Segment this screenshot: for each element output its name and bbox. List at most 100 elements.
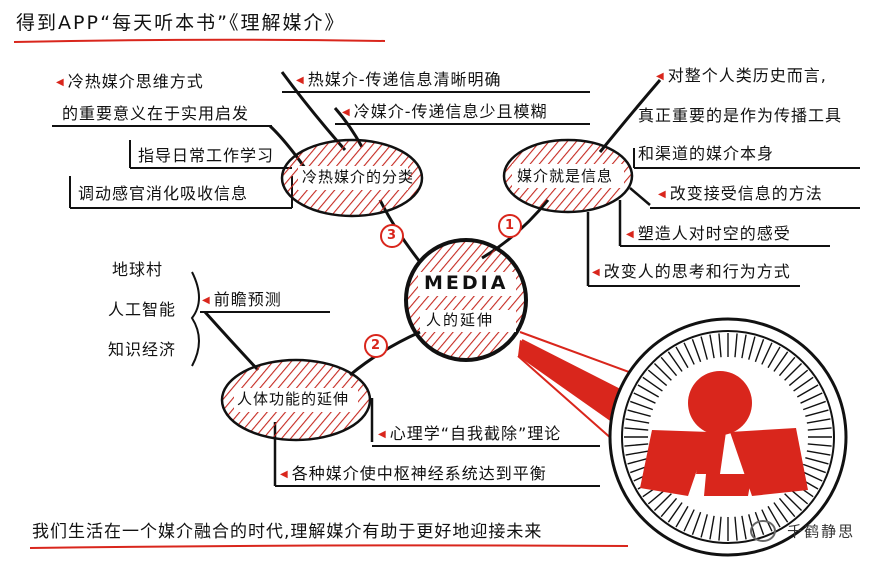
badge-1-label: 1 bbox=[505, 218, 516, 233]
branch3-item-hot: ◀热媒介-传递信息清晰明确 bbox=[296, 70, 502, 89]
emblem-ray bbox=[709, 334, 715, 359]
emblem-ray bbox=[767, 505, 781, 528]
emblem-ray bbox=[734, 333, 738, 358]
emblem-ray bbox=[718, 333, 722, 358]
branch3-item-guide: 指导日常工作学习 bbox=[138, 146, 275, 165]
number-badge-2 bbox=[364, 334, 388, 358]
watermark-label: 千鹤静思 bbox=[787, 522, 856, 541]
emblem-ray bbox=[625, 450, 650, 456]
emblem-ray bbox=[807, 443, 832, 447]
branch3-item-cold: ◀冷媒介-传递信息少且模糊 bbox=[342, 102, 548, 121]
branch-2-label: 人体功能的延伸 bbox=[237, 390, 350, 408]
emblem-ray bbox=[806, 450, 831, 456]
emblem-ray bbox=[675, 346, 689, 369]
center-label-extension: 人的延伸 bbox=[426, 311, 495, 329]
bullet-icon: ◀ bbox=[56, 77, 65, 88]
emblem-ray bbox=[802, 400, 826, 411]
emblem-ray bbox=[700, 336, 708, 360]
emblem-ray bbox=[660, 497, 678, 518]
logo-emblem bbox=[608, 317, 848, 557]
emblem-ray bbox=[630, 400, 654, 411]
emblem-ray bbox=[788, 369, 809, 387]
branch3-item-senses: 调动感官消化吸收信息 bbox=[78, 184, 249, 203]
number-badge-1 bbox=[498, 214, 522, 238]
wechat-icon bbox=[750, 520, 776, 542]
emblem-ray bbox=[805, 457, 829, 465]
branch1-item-history-2: 真正重要的是作为传播工具 bbox=[638, 106, 843, 125]
badge-2-label: 2 bbox=[371, 338, 382, 353]
branch2-item-balance: ◀各种媒介使中枢神经系统达到平衡 bbox=[280, 464, 547, 483]
emblem-ray bbox=[741, 334, 747, 359]
emblem-ray bbox=[660, 356, 678, 377]
prediction-item-ai: 人工智能 bbox=[108, 300, 177, 319]
bullet-icon: ◀ bbox=[656, 71, 665, 82]
branch1-item-thinking: ◀改变人的思考和行为方式 bbox=[592, 262, 791, 281]
emblem-ray bbox=[784, 493, 803, 512]
emblem-ray bbox=[633, 392, 656, 404]
emblem-ray bbox=[709, 515, 715, 540]
branch-1-label: 媒介就是信息 bbox=[517, 167, 614, 185]
emblem-ray bbox=[806, 418, 831, 424]
center-node bbox=[404, 238, 528, 362]
emblem-ray bbox=[796, 384, 819, 398]
emblem-ray bbox=[741, 515, 747, 540]
emblem-ray bbox=[667, 502, 683, 523]
prediction-item-knowledge-economy: 知识经济 bbox=[108, 340, 177, 359]
branch1-item-receive: ◀改变接受信息的方法 bbox=[658, 184, 823, 203]
emblem-ray bbox=[773, 351, 789, 372]
number-badge-3 bbox=[380, 224, 404, 248]
bullet-icon: ◀ bbox=[280, 469, 289, 480]
prediction-label: ◀前瞻预测 bbox=[202, 290, 282, 309]
emblem-ray bbox=[718, 516, 722, 541]
emblem-ray bbox=[773, 502, 789, 523]
emblem-ray bbox=[761, 342, 773, 365]
emblem-ray bbox=[683, 342, 695, 365]
emblem-ray bbox=[627, 409, 651, 417]
branch2-item-psychology: ◀心理学“自我截除”理论 bbox=[378, 424, 562, 443]
emblem-ray bbox=[793, 376, 814, 392]
bullet-icon: ◀ bbox=[626, 229, 635, 240]
emblem-ray bbox=[807, 427, 832, 431]
bullet-icon: ◀ bbox=[342, 107, 351, 118]
watermark: 千鹤静思 bbox=[750, 520, 855, 542]
emblem-ray bbox=[700, 514, 708, 538]
center-label-media: MEDIA bbox=[424, 272, 509, 294]
branch1-item-spacetime: ◀塑造人对时空的感受 bbox=[626, 224, 791, 243]
bullet-icon: ◀ bbox=[378, 429, 387, 440]
emblem-ray bbox=[625, 418, 650, 424]
branch1-item-history-3: 和渠道的媒介本身 bbox=[638, 144, 775, 163]
branch3-item-significance-1: ◀冷热媒介思维方式 bbox=[56, 72, 204, 91]
emblem-ray bbox=[802, 463, 826, 474]
emblem-ray bbox=[784, 362, 803, 381]
emblem-ray bbox=[642, 376, 663, 392]
title-underline bbox=[13, 38, 386, 43]
emblem-ray bbox=[734, 516, 738, 541]
emblem-ray bbox=[624, 443, 649, 447]
bullet-icon: ◀ bbox=[592, 267, 601, 278]
emblem-ray bbox=[691, 339, 702, 363]
emblem-ray bbox=[748, 336, 756, 360]
emblem-ray bbox=[778, 497, 796, 518]
badge-3-label: 3 bbox=[387, 228, 398, 243]
page-title: 得到APP“每天听本书”《理解媒介》 bbox=[16, 12, 346, 34]
emblem-ray bbox=[683, 509, 695, 532]
emblem-ray bbox=[800, 392, 823, 404]
branch3-item-significance-2: 的重要意义在于实用启发 bbox=[62, 104, 250, 123]
emblem-ray bbox=[754, 339, 765, 363]
branch-3-label: 冷热媒介的分类 bbox=[302, 168, 415, 186]
emblem-ray bbox=[653, 493, 672, 512]
footer-text: 我们生活在一个媒介融合的时代,理解媒介有助于更好地迎接未来 bbox=[32, 522, 543, 542]
bullet-icon: ◀ bbox=[658, 189, 667, 200]
emblem-ray bbox=[675, 505, 689, 528]
bullet-icon: ◀ bbox=[202, 295, 211, 306]
branch1-item-history-1: ◀对整个人类历史而言, bbox=[656, 66, 827, 85]
footer-underline bbox=[29, 544, 629, 549]
emblem-ray bbox=[647, 369, 668, 387]
emblem-ray bbox=[805, 409, 829, 417]
emblem-ray bbox=[767, 346, 781, 369]
emblem-ray bbox=[653, 362, 672, 381]
emblem-ray bbox=[637, 384, 660, 398]
emblem-ray bbox=[667, 351, 683, 372]
emblem-ray bbox=[691, 511, 702, 535]
